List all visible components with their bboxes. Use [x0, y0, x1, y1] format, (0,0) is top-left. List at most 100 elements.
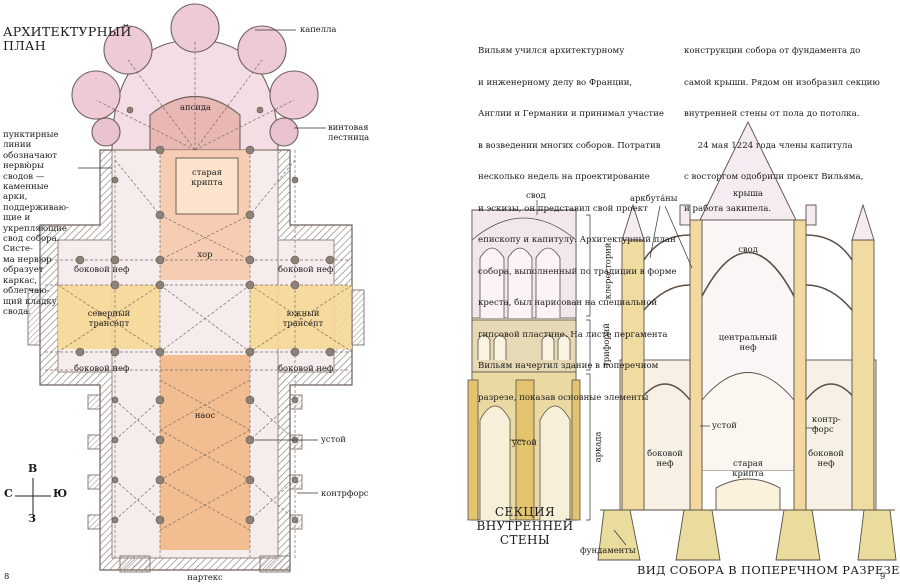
text-line: Вильям учился архитектурному	[478, 46, 625, 56]
label-chapel: капелла	[300, 24, 337, 34]
text-line: конструкции собора от фундамента до	[684, 46, 861, 56]
cross-label-aisle-left: боковой неф	[645, 448, 685, 468]
note-line: сводов — каменные	[3, 171, 49, 193]
text-line: внутренней стены от пола до потолка.	[684, 109, 860, 119]
note-line: пунктирные линии	[3, 130, 59, 151]
label-old-crypt: старая крипта	[178, 167, 236, 187]
text-column-2: конструкции собора от фундамента до само…	[684, 25, 880, 225]
label-spiral-stair-2: лестница	[328, 132, 370, 142]
plan-color-fields	[58, 150, 352, 550]
label-spiral-stair-1: винтовая	[328, 122, 369, 132]
cross-label-old-crypt-2: крипта	[732, 468, 764, 478]
cross-label-flying-buttresses: аркбута́ны	[630, 193, 678, 203]
label-apse: апсида	[180, 102, 211, 112]
text-line: в возведении многих соборов. Потратив	[478, 140, 661, 151]
wall-label-vault: свод	[526, 190, 546, 200]
compass-east: Ю	[53, 487, 68, 500]
cross-label-aisle-right-2: неф	[817, 458, 835, 468]
label-aisle-nw: боковой неф	[74, 264, 130, 274]
cross-label-central-nave: центральный неф	[713, 332, 783, 352]
cross-section-drawing	[597, 120, 897, 561]
wall-label-triforium: трифорий	[600, 323, 611, 367]
note-line: арки, поддерживаю-	[3, 192, 70, 213]
cross-label-aisle-left-2: неф	[656, 458, 674, 468]
cross-label-aisle-right: боковой неф	[806, 448, 846, 468]
wall-caption-3: СТЕНЫ	[499, 533, 551, 547]
text-line: собора, выполненный по традиции в форме	[478, 266, 677, 277]
compass-rose	[15, 478, 51, 514]
text-line: креста, был нарисован на специальной	[478, 298, 658, 308]
plan-title-line1: АРХИТЕКТУРНЫЙ	[3, 24, 132, 39]
note-line: щие и укрепляющие	[3, 213, 67, 234]
label-aisle-sw: боковой неф	[74, 363, 130, 373]
cross-label-pier: устой	[712, 420, 737, 430]
cross-label-buttress: контр- форс	[812, 414, 841, 434]
cross-label-old-crypt: старая крипта	[726, 458, 770, 478]
label-aisle-ne: боковой неф	[278, 264, 334, 274]
cross-label-roof: крыша	[732, 188, 764, 198]
label-north-transept: северный трансе́пт	[68, 308, 150, 328]
wall-caption-1: СЕКЦИЯ	[494, 505, 556, 519]
wall-label-clerestory: клересторий	[602, 242, 613, 300]
plan-title: АРХИТЕКТУРНЫЙ ПЛАН	[3, 25, 132, 53]
cross-label-foundations: фундаменты	[580, 545, 636, 555]
text-column-1: Вильям учился архитектурному и инженерно…	[478, 25, 677, 414]
cross-label-aisle-left-1: боковой	[647, 448, 683, 458]
text-line: Англии и Германии и принимал участие	[478, 109, 664, 119]
label-spiral-stair: винтовая лестница	[328, 122, 369, 142]
cross-label-vault: свод	[738, 244, 758, 254]
cross-label-buttress-1: контр-	[812, 414, 841, 424]
label-south-transept-2: трансе́пт	[282, 318, 324, 328]
note-line: щий кладку свода.	[3, 296, 57, 317]
label-choir: хор	[197, 249, 213, 259]
label-north-transept-1: северный	[87, 308, 131, 318]
text-line: гипсовой пластине. На листе пергамента	[478, 329, 668, 340]
compass-north: В	[28, 462, 38, 475]
text-line: Вильям начертил здание в поперечном	[478, 361, 659, 371]
label-old-crypt-2: крипта	[191, 177, 223, 187]
radiating-chapels	[71, 3, 319, 151]
cross-section-leaders	[613, 205, 818, 546]
label-nave: наос	[194, 410, 216, 420]
wall-section-brackets	[510, 200, 591, 521]
wall-caption-2: ВНУТРЕННЕЙ	[476, 519, 574, 533]
plan-leader-lines	[78, 29, 326, 494]
text-line: и инженерному делу во Франции,	[478, 77, 633, 88]
cross-section-caption: ВИД СОБОРА В ПОПЕРЕЧНОМ РАЗРЕЗЕ	[637, 563, 900, 577]
text-line: самой крыши. Рядом он изобразил секцию	[684, 77, 880, 88]
text-line: епископу и капитулу. Архитектурный план	[478, 235, 676, 245]
rib-explanation: пунктирные линии обозначают нервю́ры сво…	[3, 130, 83, 317]
label-south-transept: южный трансе́пт	[262, 308, 344, 328]
wall-section-caption: СЕКЦИЯ ВНУТРЕННЕЙ СТЕНЫ	[470, 505, 580, 547]
text-line: и эскизы, он представил свой проект	[478, 203, 648, 214]
note-line: обозначают нервю́ры	[3, 150, 58, 172]
label-old-crypt-1: старая	[192, 167, 222, 177]
text-line: разрезе, показав основные элементы	[478, 392, 649, 403]
text-line: несколько недель на проектирование	[478, 172, 650, 182]
label-narthex: нартекс	[187, 572, 223, 582]
compass-west: С	[4, 487, 13, 500]
label-pier: устой	[321, 434, 346, 444]
wall-label-arcade: аркада	[592, 431, 603, 463]
cross-label-old-crypt-1: старая	[733, 458, 763, 468]
compass-south: З	[28, 512, 36, 525]
label-buttress: контрфорс	[321, 488, 369, 498]
label-north-transept-2: трансе́пт	[88, 318, 130, 328]
label-south-transept-1: южный	[286, 308, 320, 318]
note-line: свод собора. Систе-	[3, 234, 60, 255]
note-line: ма нервюр образует	[3, 254, 52, 276]
label-aisle-se: боковой неф	[278, 363, 334, 373]
cross-label-central-nave-2: неф	[739, 342, 757, 352]
page-number-right: 9	[880, 571, 886, 581]
text-line: с восторгом одобрили проект Вильяма,	[684, 172, 864, 182]
buttress-stubs	[27, 289, 365, 573]
plan-title-line2: ПЛАН	[3, 38, 46, 53]
text-line: и работа закипела.	[684, 203, 772, 214]
wall-section-drawing	[467, 209, 581, 521]
cross-label-buttress-2: форс	[812, 424, 834, 434]
wall-label-pier: устой	[512, 437, 537, 447]
note-line: каркас, облегчаю-	[3, 275, 50, 297]
page-number-left: 8	[4, 571, 10, 581]
text-line: 24 мая 1224 года члены капитула	[684, 140, 853, 151]
